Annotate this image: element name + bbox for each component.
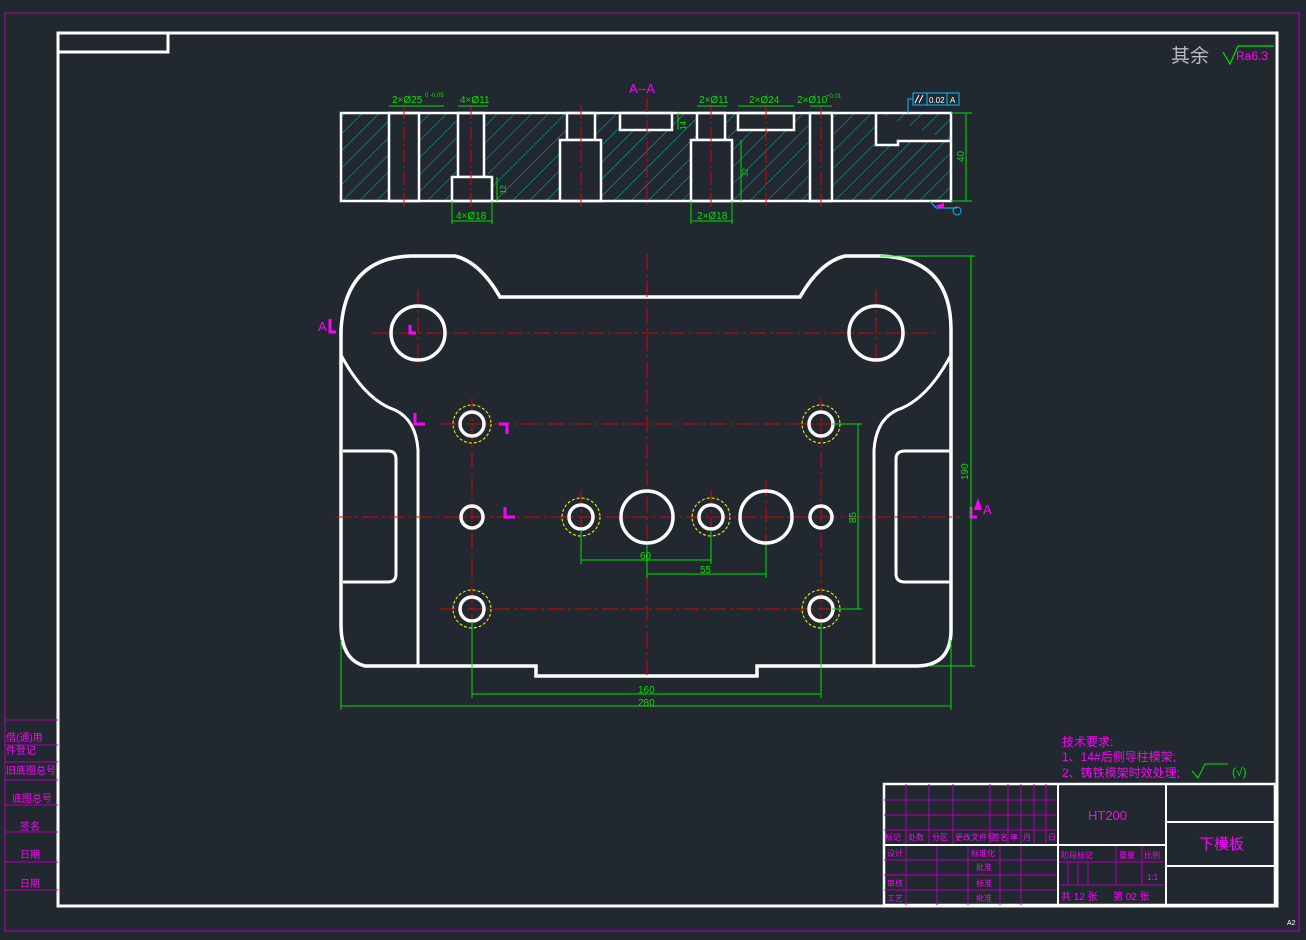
dim-2x10: 2×Ø10 [797,95,828,106]
tech-mark: (√) [1232,765,1247,779]
tb-material: HT200 [1088,808,1127,823]
roughness-label: 其余 [1171,45,1209,67]
section-outline [339,111,953,203]
dim-4x11: 4×Ø11 [460,95,490,106]
side-panel: 借(通)用 件登记 旧底图总号 底图总号 签名 日期 日期 [5,719,58,891]
dim-60: 60 [640,551,652,562]
dim-2x25-tol: 0 -0.05 [425,93,444,99]
tb-scale: 1:1 [1147,873,1159,882]
dim-55: 55 [700,565,712,576]
tb-header-6: 月 [1023,833,1031,842]
dim-2x10-tol: +0.01 [826,94,842,100]
section-arrow-right [974,498,982,510]
dim-depth-12: 12 [499,185,508,194]
dim-depth-32: 32 [741,168,750,177]
title-block: 标记 处数 分区 更改文件号 签名 年 月 日 设计 审核 工艺 标准化 批准 … [882,782,1277,907]
tb-header-7: 日 [1048,833,1056,842]
plan-dim-lines [340,255,975,710]
tb-part-name: 下模板 [1199,835,1244,853]
tb-header-3: 更改文件号 [955,832,995,842]
dim-2x24: 2×Ø24 [749,95,780,106]
tb-header-1: 处数 [908,832,924,842]
dim-4x18: 4×Ø18 [456,211,487,222]
tb-header-0: 标记 [885,832,901,842]
tb-sheet-no: 第 02 张 [1113,890,1150,903]
tb-row-process: 工艺 [887,894,903,903]
section-mark-right: A [983,502,992,517]
tolerance-datum: A [950,96,956,105]
tb-stage: 阶段标记 [1061,850,1093,860]
dim-2x25: 2×Ø25 [392,95,423,106]
frame-tab [58,33,170,54]
tb-weight: 重量 [1119,850,1135,860]
dim-2x18: 2×Ø18 [697,211,728,222]
dim-depth-14: 14 [679,121,688,130]
tb-header-2: 分区 [932,833,948,842]
side-label-0: 借(通)用 [6,732,43,744]
side-label-3: 底图总号 [12,792,52,805]
sheet-border [4,12,1300,932]
dim-height-40: 40 [956,150,967,162]
tech-heading: 技术要求: [1062,735,1113,749]
section-title: A--A [629,81,655,96]
guide-hole-left [389,304,447,362]
side-label-1: 件登记 [6,744,36,757]
tb-scale-label: 比例 [1144,850,1160,860]
dim-160: 160 [638,685,655,696]
tech-line2: 2、铸铁模架时效处理; [1062,765,1180,780]
section-view: A--A [339,81,972,224]
datum-symbol [929,200,962,216]
tb-row-approve2: 批准 [976,893,992,903]
tb-row-approve: 批准 [976,862,992,872]
plate-outline [339,254,953,678]
side-label-4: 签名 [20,820,40,833]
side-label-5: 日期 [20,849,40,861]
tech-line1: 1、14#后侧导柱模架; [1062,749,1176,764]
tb-row-std: 标准化 [971,848,995,858]
dim-190: 190 [960,463,971,480]
tb-header-5: 年 [1010,832,1018,842]
tb-header-4: 签名 [992,832,1008,842]
corner-mark: A2 [1287,920,1296,927]
plan-view: A A 60 55 160 280 [318,254,992,710]
plan-centerlines [335,254,960,680]
roughness-symbol [1222,45,1274,66]
tb-row-review: 审核 [887,878,903,888]
tb-sheets-total: 共 12 张 [1061,891,1098,903]
inner-contour [339,354,953,666]
tech-requirements: 技术要求: 1、14#后侧导柱模架; 2、铸铁模架时效处理; [1062,735,1180,780]
roughness-value: Ra6.3 [1236,49,1268,63]
guide-hole-right [847,304,905,362]
section-centerlines [403,98,822,208]
dim-85: 85 [848,511,859,523]
dim-2x11: 2×Ø11 [699,95,729,106]
section-dim-lines [389,105,972,224]
section-mark-left: A [318,319,327,334]
tolerance-value: 0.02 [929,96,945,105]
side-label-6: 日期 [20,878,40,890]
tolerance-frame: 0.02 A [907,92,960,113]
side-label-2: 旧底图总号 [6,764,56,777]
tb-row-std2: 标准 [976,878,992,888]
drawing-frame [56,31,1279,908]
section-markers [328,319,977,519]
tech-roughness-symbol [1191,763,1228,779]
dim-280: 280 [638,698,655,709]
tb-row-design: 设计 [887,848,903,858]
